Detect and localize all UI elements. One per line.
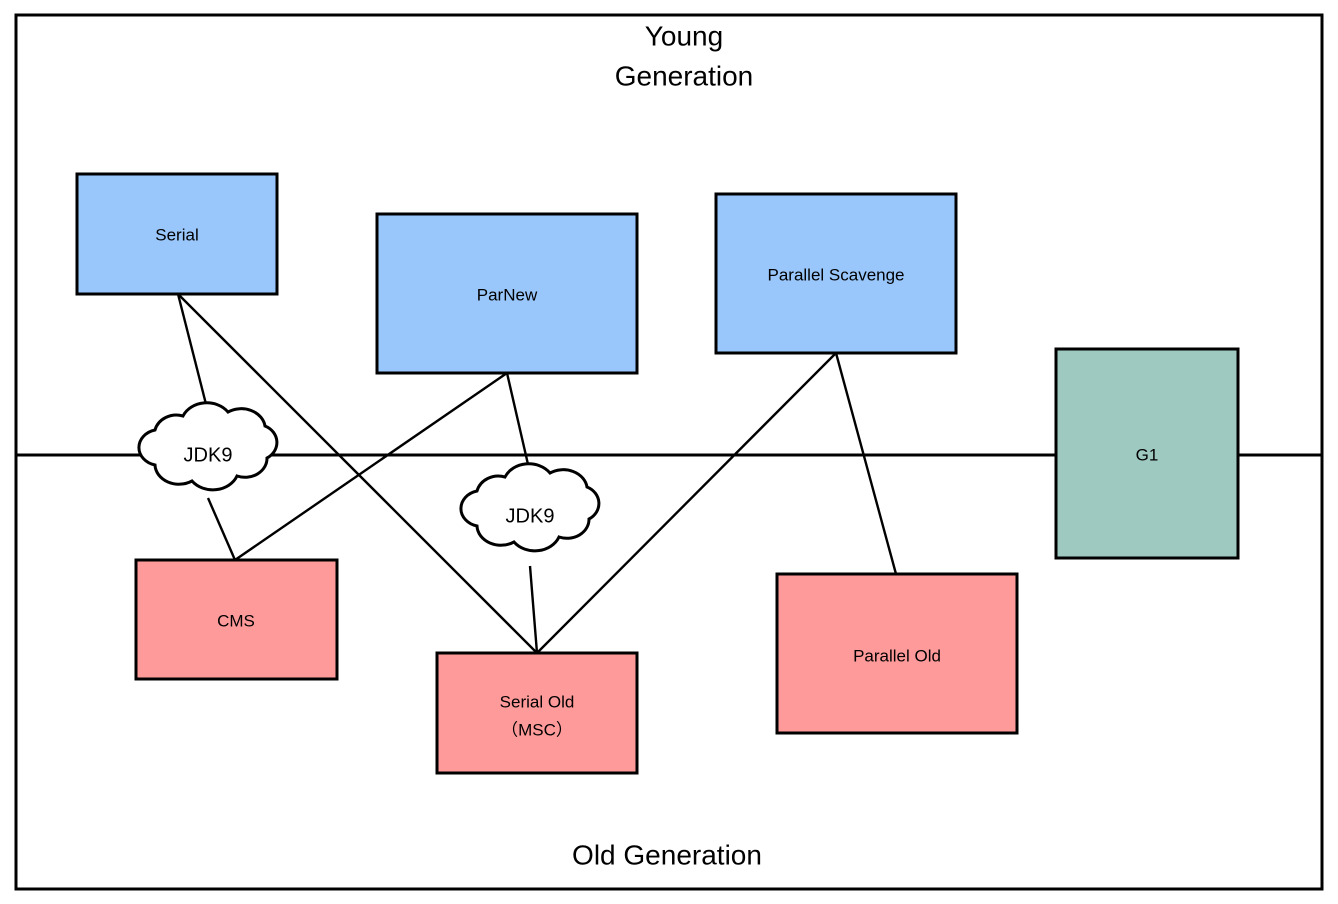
node-serial-old-label-line2: （MSC）: [501, 720, 573, 739]
young-generation-title-line2: Generation: [615, 60, 754, 91]
edge-parnew-to-cloud-right: [505, 372, 532, 474]
edge-group: [176, 293, 898, 654]
node-parallel-scavenge-label: Parallel Scavenge: [767, 265, 904, 284]
node-parallel-scavenge[interactable]: Parallel Scavenge: [714, 192, 958, 355]
cloud-jdk9-left: JDK9: [137, 401, 279, 492]
node-serial-label: Serial: [155, 225, 198, 244]
node-parnew-label: ParNew: [477, 285, 538, 304]
node-parnew-box[interactable]: [375, 212, 639, 375]
diagram-frame: [14, 13, 1324, 891]
edge-serial-to-serial-old: [177, 293, 538, 654]
node-parallel-old-label: Parallel Old: [853, 646, 941, 665]
edge-parnew-to-cms: [234, 372, 508, 561]
node-cms[interactable]: CMS: [134, 558, 339, 681]
edge-cloud-right-to-serial-old: [528, 565, 539, 654]
cloud-label-right: JDK9: [506, 505, 555, 527]
node-cms-label: CMS: [217, 611, 255, 630]
node-serial-old-box[interactable]: [435, 651, 639, 775]
edge-cloud-left-to-cms: [206, 497, 237, 561]
old-generation-title: Old Generation: [572, 839, 762, 870]
cloud-shape-right: [459, 462, 601, 553]
cloud-shape-left: [137, 401, 279, 492]
cloud-jdk9-right: JDK9: [459, 462, 601, 553]
node-parallel-old-box[interactable]: [775, 572, 1019, 735]
node-parallel-old[interactable]: Parallel Old: [775, 572, 1019, 735]
node-serial-old-label-line1: Serial Old: [500, 692, 575, 711]
edge-pscav-to-parallel-old: [834, 352, 898, 575]
node-g1-label: G1: [1136, 445, 1159, 464]
edge-pscav-to-serial-old: [536, 352, 837, 654]
cloud-label-left: JDK9: [184, 444, 233, 466]
node-parnew[interactable]: ParNew: [375, 212, 639, 375]
node-serial-old[interactable]: Serial Old （MSC）: [435, 651, 639, 775]
node-cms-box[interactable]: [134, 558, 339, 681]
node-g1-box[interactable]: [1054, 347, 1240, 560]
node-serial-box[interactable]: [75, 172, 279, 296]
node-g1[interactable]: G1: [1054, 347, 1240, 560]
node-parallel-scavenge-box[interactable]: [714, 192, 958, 355]
node-serial[interactable]: Serial: [75, 172, 279, 296]
young-generation-title-line1: Young: [645, 20, 723, 51]
edge-serial-to-cloud-left: [176, 293, 210, 413]
